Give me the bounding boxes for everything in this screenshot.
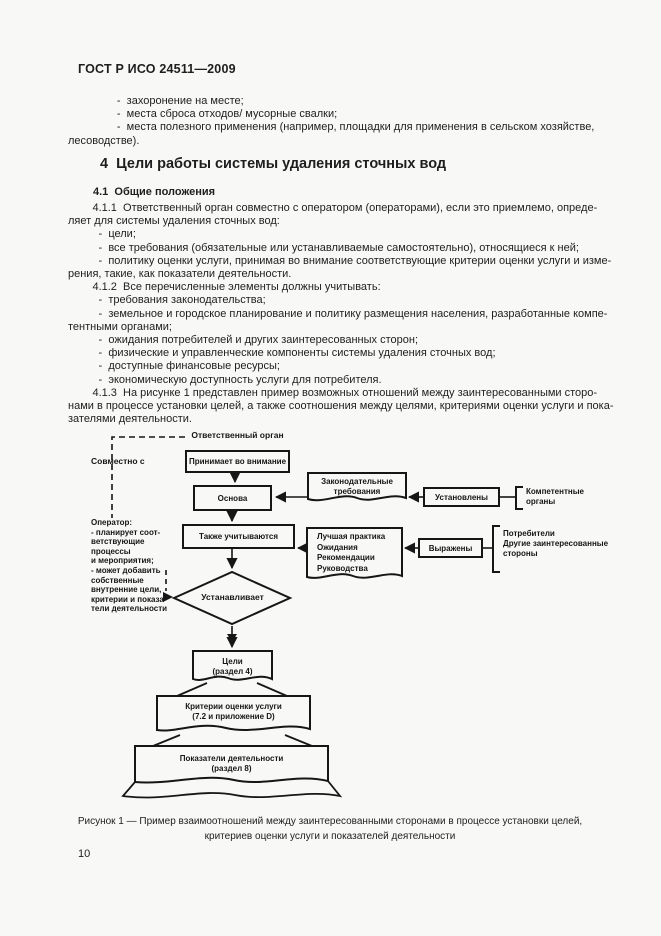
node-operator-note: Оператор: - планирует соот- ветствующие … <box>91 518 168 614</box>
node-responsible-body: Ответственный орган <box>191 430 284 440</box>
indicators-doc-shape <box>134 745 329 784</box>
legal-requirements-doc-shape <box>307 472 407 502</box>
indicators-doc-back-sheet <box>121 780 343 799</box>
document-header: ГОСТ Р ИСО 24511—2009 <box>78 62 236 76</box>
subsection-heading: 4.1 Общие положения <box>93 186 216 198</box>
line-objectives-to-criteria-right <box>256 682 288 697</box>
sets-diamond-shape <box>171 570 293 626</box>
consumers-bracket <box>492 525 500 573</box>
node-sets: Устанавливает <box>201 592 264 602</box>
figure-caption: Рисунок 1 — Пример взаимоотношений между… <box>77 816 583 842</box>
jointly-dashed-connector <box>111 436 185 518</box>
intro-list: - захоронение на месте; - места сброса о… <box>68 95 595 147</box>
node-established-by: Установлены <box>423 487 500 507</box>
node-takes-into-account: Принимает во внимание <box>185 450 290 473</box>
node-best-practice: Лучшая практика Ожидания Рекомендации Ру… <box>317 532 386 573</box>
node-jointly-with: Совместно с <box>91 456 145 466</box>
node-criteria: Критерии оценки услуги (7.2 и приложение… <box>185 702 282 721</box>
criteria-doc-shape <box>156 695 311 732</box>
node-basis: Основа <box>193 485 272 511</box>
competent-authorities-bracket <box>515 486 523 510</box>
node-objectives: Цели (раздел 4) <box>212 657 253 676</box>
page-number: 10 <box>78 848 91 860</box>
node-legal-requirements: Законодательные требования <box>321 477 393 496</box>
figure-1-diagram: Ответственный орган Совместно с Оператор… <box>85 430 630 808</box>
section-paragraphs: 4.1.1 Ответственный орган совместно с оп… <box>68 202 614 426</box>
best-practice-doc-shape <box>306 527 403 579</box>
arrow-operator-to-sets <box>163 592 173 602</box>
flowchart-shapes <box>111 436 523 799</box>
section-heading: 4 Цели работы системы удаления сточных в… <box>100 156 447 172</box>
line-objectives-to-criteria-left <box>176 682 208 697</box>
line-criteria-to-indicators-left <box>152 734 181 747</box>
arrow-double-head <box>227 634 237 642</box>
node-consumers: Потребители Другие заинтересованные стор… <box>503 529 609 558</box>
node-competent-authorities: Компетентные органы <box>526 487 584 506</box>
line-criteria-to-indicators-right <box>284 734 313 747</box>
node-indicators: Показатели деятельности (раздел 8) <box>179 754 284 773</box>
objectives-doc-shape <box>192 650 273 681</box>
node-expressed-by: Выражены <box>418 538 483 558</box>
node-also-considered: Также учитываются <box>182 524 295 549</box>
